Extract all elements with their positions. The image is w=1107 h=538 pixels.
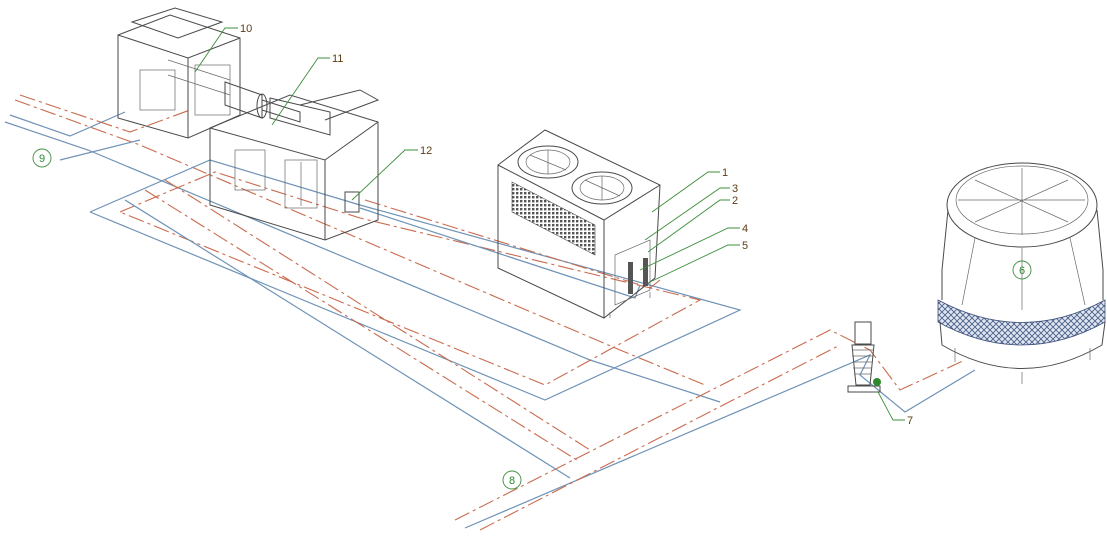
- callout-7: 7: [907, 415, 913, 427]
- main-return-diagonal-b: [164, 179, 591, 451]
- callout-5: 5: [742, 240, 748, 252]
- circled-9: 9: [39, 153, 45, 165]
- circled-labels: 6 8 9: [32, 148, 1032, 490]
- main-return-diagonal: [144, 189, 581, 463]
- callout-3: 3: [732, 183, 738, 195]
- production-machine: [117, 7, 380, 241]
- leader-3: [644, 187, 730, 241]
- callout-11: 11: [332, 53, 343, 65]
- main-supply-diagonal-b: [59, 139, 141, 161]
- leader-lines: [194, 27, 905, 421]
- leader-12: [351, 149, 418, 201]
- leader-10: [194, 27, 238, 73]
- chiller-loop-return: [119, 171, 702, 386]
- vertical-pump: [847, 321, 881, 393]
- callout-2: 2: [732, 195, 738, 207]
- supply-pipe-left: [4, 121, 721, 403]
- supply-pipe-left-b: [9, 111, 126, 137]
- callout-10: 10: [240, 23, 252, 35]
- leader-7: [877, 391, 905, 421]
- leader-11: [271, 57, 330, 126]
- tower-return-pipe: [454, 329, 966, 521]
- pipe-network: [4, 94, 976, 531]
- tower-supply-pipe: [464, 353, 976, 529]
- leader-4: [639, 227, 740, 271]
- callout-12: 12: [420, 145, 432, 157]
- callout-labels: 10 11 12 1 3 2 4 5 7: [240, 23, 913, 427]
- leader-2: [647, 199, 730, 253]
- circled-6: 6: [1019, 265, 1025, 277]
- return-pipe-left: [14, 99, 706, 386]
- callout-4: 4: [742, 223, 748, 235]
- air-cooled-chiller: [497, 129, 661, 319]
- return-pipe-left-b: [19, 94, 191, 133]
- circled-8: 8: [509, 475, 515, 487]
- tower-return-pipe-b: [479, 344, 841, 531]
- chiller-feed-supply: [359, 207, 641, 299]
- callout-1: 1: [722, 167, 728, 179]
- leader-1: [651, 171, 720, 213]
- leader-5: [649, 244, 740, 283]
- cooling-tower: [937, 162, 1106, 384]
- main-supply-diagonal: [124, 199, 571, 479]
